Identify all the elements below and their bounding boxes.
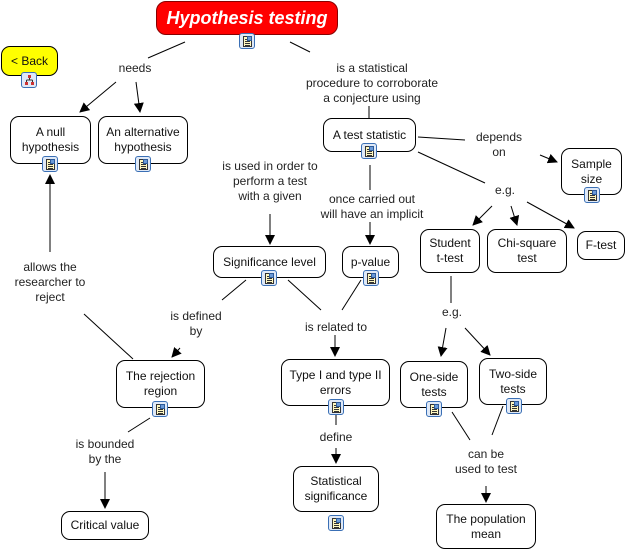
- concept-two-side-tests[interactable]: Two-side tests: [479, 358, 547, 405]
- link-twoside-canbe: [491, 405, 504, 436]
- link-rejection-allows: [83, 313, 134, 360]
- phrase-is-related-to[interactable]: is related to: [300, 320, 372, 335]
- link-depends-samplesize: [539, 153, 558, 164]
- link-siglevel-related: [287, 279, 322, 311]
- link-teststat-eg: [417, 151, 486, 184]
- concept-two-side-tests-label: Two-side tests: [488, 366, 538, 396]
- concept-rejection-region-label: The rejection region: [125, 369, 196, 398]
- concept-root[interactable]: Hypothesis testing: [156, 1, 338, 35]
- link-eg-oneside: [437, 327, 448, 357]
- phrase-eg-tests[interactable]: e.g.: [490, 183, 520, 198]
- link-teststat-depends: [417, 136, 466, 141]
- concept-f-test-label: F-test: [585, 238, 617, 252]
- concept-sample-size-label: Sample size: [571, 156, 612, 186]
- back-button-label: < Back: [10, 53, 49, 68]
- attached-document-icon[interactable]: [328, 515, 344, 531]
- attached-document-icon[interactable]: [506, 398, 522, 414]
- back-button[interactable]: < Back: [1, 46, 58, 76]
- link-siglevel-defined: [221, 279, 247, 301]
- link-needs-null: [79, 81, 117, 113]
- concept-alt-hypothesis-label: An alternative hypothesis: [106, 125, 180, 154]
- link-root-needs: [147, 41, 186, 59]
- attached-document-icon[interactable]: [239, 33, 255, 49]
- attached-document-icon[interactable]: [261, 270, 277, 286]
- concept-type-errors-label: Type I and type II errors: [289, 367, 382, 397]
- concept-population-mean[interactable]: The population mean: [436, 504, 536, 549]
- link-rejection-bounded: [127, 417, 151, 433]
- link-root-statistical: [289, 41, 311, 53]
- phrase-allows[interactable]: allows the researcher to reject: [14, 260, 86, 305]
- concept-chi-square[interactable]: Chi-square test: [487, 229, 567, 273]
- phrase-eg-sides[interactable]: e.g.: [437, 305, 467, 320]
- phrase-is-statistical[interactable]: is a statistical procedure to corroborat…: [297, 61, 447, 106]
- link-eg-ftest: [526, 201, 575, 229]
- link-eg-twoside: [464, 327, 491, 356]
- attached-document-icon[interactable]: [426, 401, 442, 417]
- concept-one-side-tests-label: One-side tests: [409, 369, 459, 399]
- link-needs-alt: [133, 81, 144, 113]
- attached-document-icon[interactable]: [152, 401, 168, 417]
- link-oneside-canbe: [451, 411, 471, 441]
- concept-root-label: Hypothesis testing: [166, 7, 328, 28]
- concept-test-statistic-label: A test statistic: [332, 127, 407, 142]
- concept-map-icon[interactable]: [21, 72, 37, 88]
- phrase-is-used[interactable]: is used in order to perform a test with …: [213, 159, 327, 204]
- concept-statistical-significance-label: Statistical significance: [304, 474, 368, 503]
- phrase-is-defined-by[interactable]: is defined by: [166, 309, 226, 339]
- phrase-can-be-used[interactable]: can be used to test: [448, 447, 524, 477]
- concept-f-test[interactable]: F-test: [577, 231, 625, 260]
- concept-chi-square-label: Chi-square test: [497, 236, 557, 265]
- phrase-depends-on[interactable]: depends on: [474, 130, 524, 160]
- phrase-needs[interactable]: needs: [110, 61, 160, 76]
- concept-statistical-significance[interactable]: Statistical significance: [293, 466, 379, 512]
- concept-type-errors[interactable]: Type I and type II errors: [281, 359, 390, 406]
- attached-document-icon[interactable]: [584, 187, 600, 203]
- concept-critical-value[interactable]: Critical value: [61, 511, 149, 540]
- concept-significance-level-label: Significance level: [223, 254, 316, 269]
- concept-population-mean-label: The population mean: [446, 511, 526, 541]
- concept-one-side-tests[interactable]: One-side tests: [400, 361, 468, 408]
- link-eg-chisquare: [509, 205, 520, 226]
- concept-student-t-test-label: Student t-test: [429, 236, 471, 265]
- concept-null-hypothesis-label: A null hypothesis: [21, 125, 80, 154]
- attached-document-icon[interactable]: [361, 143, 377, 159]
- attached-document-icon[interactable]: [135, 156, 151, 172]
- link-defined-rejection: [171, 346, 182, 358]
- link-eg-student: [472, 205, 493, 226]
- attached-document-icon[interactable]: [328, 399, 344, 415]
- concept-critical-value-label: Critical value: [70, 518, 140, 532]
- phrase-once-carried[interactable]: once carried out will have an implicit: [317, 192, 427, 222]
- link-pvalue-related: [341, 279, 362, 311]
- phrase-define[interactable]: define: [315, 430, 357, 445]
- attached-document-icon[interactable]: [363, 270, 379, 286]
- phrase-is-bounded[interactable]: is bounded by the: [72, 437, 138, 467]
- concept-p-value-label: p-value: [350, 254, 391, 269]
- concept-student-t-test[interactable]: Student t-test: [420, 229, 480, 273]
- attached-document-icon[interactable]: [42, 156, 58, 172]
